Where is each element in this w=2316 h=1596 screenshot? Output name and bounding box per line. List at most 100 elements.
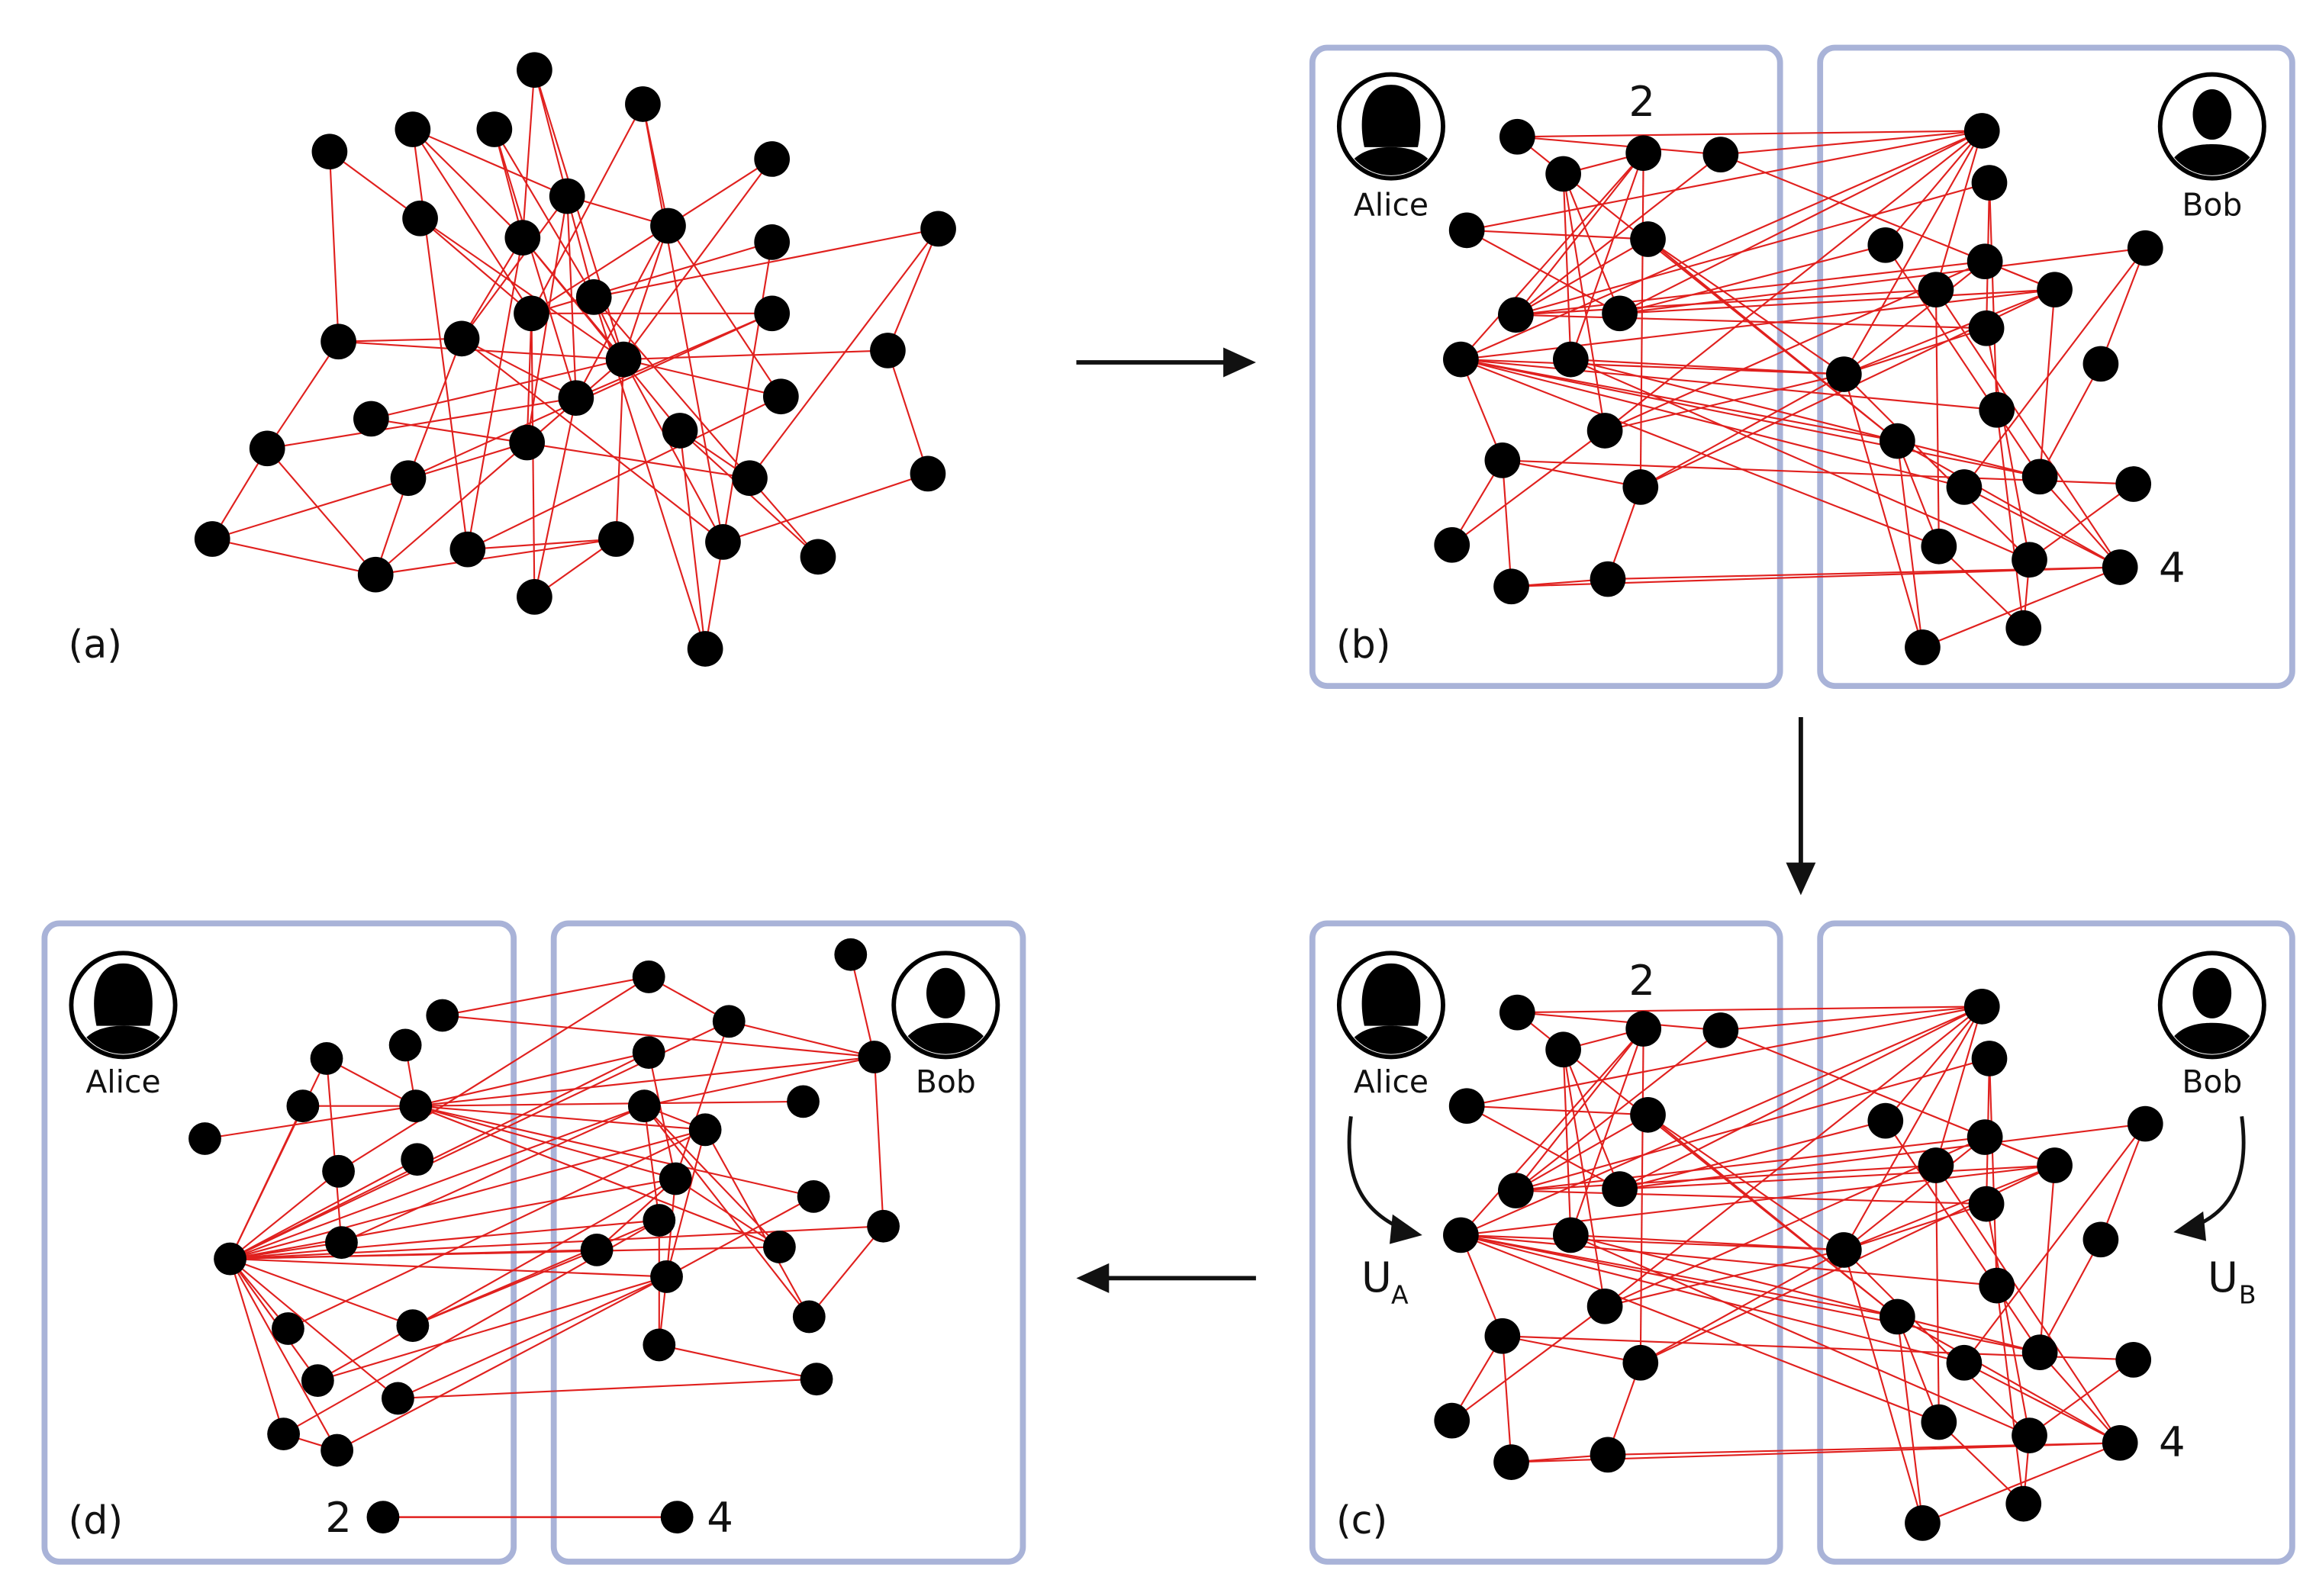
panel-c-node: [1968, 1186, 2005, 1222]
panel-d-edge: [205, 1105, 416, 1140]
panel-b-node: [1630, 221, 1666, 257]
panel-a-edge: [615, 359, 625, 539]
panel-a-node: [870, 333, 906, 368]
panel-c-node: [1967, 1119, 2003, 1155]
panel-label-b: (b): [1336, 622, 1391, 667]
panel-a-edge: [211, 538, 376, 576]
panel-a-node: [321, 323, 356, 360]
panel-c-node: [1971, 1041, 2008, 1076]
panel-a-node: [357, 556, 394, 593]
panel-b-edge: [1466, 229, 1621, 314]
panel-d-edge: [337, 1276, 668, 1451]
panel-b-edge: [1604, 373, 1844, 432]
panel-d-edge: [230, 1128, 706, 1260]
panel-d-edge: [230, 1246, 780, 1260]
panel-b-edge: [1570, 153, 1644, 360]
panel-b-edge: [1515, 153, 1722, 316]
panel-c-node: [1590, 1437, 1626, 1473]
panel-c-node: [1630, 1097, 1666, 1133]
panel-b-node: [2115, 466, 2152, 502]
panel-c-node: [1586, 1288, 1623, 1324]
panel-c-edge: [1843, 1250, 1924, 1524]
panel-d-node: [632, 960, 665, 993]
panel-d-edge: [326, 1057, 417, 1107]
panel-a-edge: [461, 338, 724, 543]
panel-b-edge: [1720, 130, 1983, 156]
panel-b-node: [1905, 629, 1941, 665]
panel-b-node: [1918, 272, 1954, 308]
panel-d-edge: [648, 1052, 677, 1179]
panel-a-edge: [375, 538, 617, 576]
panel-c-edge: [1619, 1120, 1886, 1190]
panel-d-node: [834, 938, 868, 971]
graph-panel-d: [188, 938, 900, 1534]
panel-b-edge: [1460, 359, 1503, 461]
panel-a-edge: [533, 69, 569, 197]
panel-a-edge: [593, 227, 939, 298]
panel-b-node: [1545, 156, 1581, 192]
panel-c-edge: [2028, 1359, 2134, 1437]
panel-a-edge: [266, 341, 340, 449]
unitary-a-curved-arrow-icon: [1347, 1115, 1422, 1244]
panel-b-edge: [1466, 130, 1983, 231]
panel-c-edge: [1562, 1049, 1572, 1235]
panel-b-edge: [2039, 289, 2056, 477]
panel-d-node: [401, 1143, 434, 1176]
unitary-a-subscript: A: [1391, 1279, 1409, 1309]
graph-panel-b: [1434, 113, 2163, 665]
panel-c-edge: [1963, 1123, 2147, 1363]
panel-d-edge: [229, 1258, 319, 1382]
panel-c-edge: [1501, 1336, 1512, 1462]
panel-d-edge: [665, 1129, 707, 1277]
panel-c-edge: [1467, 1105, 1648, 1116]
panel-d-node: [188, 1122, 221, 1155]
alice-avatar-b: [1336, 72, 1445, 181]
panel-d-edge: [230, 1158, 418, 1260]
panel-b-edge: [1619, 130, 1983, 314]
panel-d-node: [800, 1363, 833, 1396]
panel-c-edge: [1466, 1006, 1983, 1107]
panel-d-edge: [398, 1378, 817, 1400]
panel-b-node: [1946, 469, 1983, 505]
alice-name-b: Alice: [1354, 186, 1429, 223]
panel-a-node: [509, 424, 546, 461]
panel-b-node: [1448, 212, 1485, 249]
panel-c-node: [1493, 1444, 1529, 1480]
panel-d-node: [388, 1028, 422, 1062]
node-label-4-c: 4: [2159, 1417, 2186, 1466]
node-label-2-c: 2: [1628, 956, 1655, 1005]
panel-d-edge: [230, 1105, 645, 1260]
panel-c-edge: [1843, 1203, 1987, 1251]
panel-a-edge: [461, 195, 569, 339]
node-label-4-b: 4: [2159, 543, 2186, 592]
panel-c-edge: [1934, 1006, 1983, 1166]
panel-c-edge: [1988, 1058, 1998, 1286]
panel-b-edge: [1562, 173, 1572, 360]
panel-c-edge: [1986, 1203, 2031, 1436]
panel-d-node: [310, 1042, 343, 1075]
panel-c-edge: [1461, 1234, 2041, 1353]
panel-a-node: [517, 52, 552, 88]
panel-b-edge: [1570, 359, 2030, 561]
panel-b-edge: [1934, 289, 1940, 547]
panel-a-edge: [338, 340, 624, 361]
panel-b-edge: [1995, 410, 2024, 629]
panel-d-node: [267, 1417, 300, 1451]
panel-a-node: [194, 521, 230, 557]
panel-c-alice-box: [1309, 920, 1783, 1565]
panel-c-node: [1499, 994, 1535, 1031]
panel-b-edge: [1516, 314, 1987, 330]
panel-d-edge: [229, 1258, 285, 1434]
panel-b-node: [1493, 568, 1529, 605]
panel-b-alice-box: [1309, 44, 1783, 690]
panel-a-node: [575, 279, 612, 315]
panel-b-edge: [1843, 373, 2031, 561]
panel-c-edge: [1461, 1234, 1898, 1318]
panel-d-edge: [338, 976, 649, 1173]
panel-c-node: [2082, 1221, 2119, 1258]
panel-d-edge: [415, 1105, 780, 1248]
panel-a-edge: [412, 128, 523, 239]
panel-c-edge: [1896, 1316, 2121, 1444]
panel-b-edge: [1619, 288, 2055, 314]
